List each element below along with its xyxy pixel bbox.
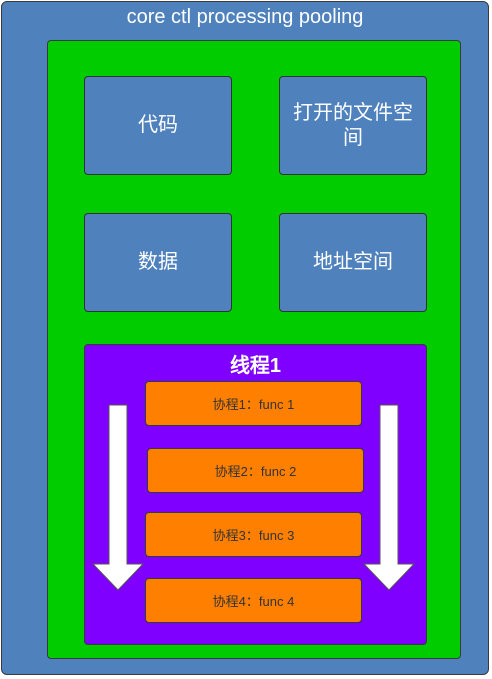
coroutine-4: 协程4：func 4 [145,578,362,623]
code-box: 代码 [84,76,232,175]
down-arrow-icon [91,404,145,591]
coroutine-3: 协程3：func 3 [145,512,362,557]
coroutine-2: 协程2：func 2 [147,448,364,493]
down-arrow-icon [362,404,416,591]
thread-title: 线程1 [229,355,282,377]
data-box: 数据 [84,213,232,312]
diagram-title: core ctl processing pooling [126,6,364,28]
address-space-box: 地址空间 [279,213,427,312]
coroutine-1: 协程1：func 1 [145,381,362,426]
open-files-box: 打开的文件空间 [279,76,427,175]
